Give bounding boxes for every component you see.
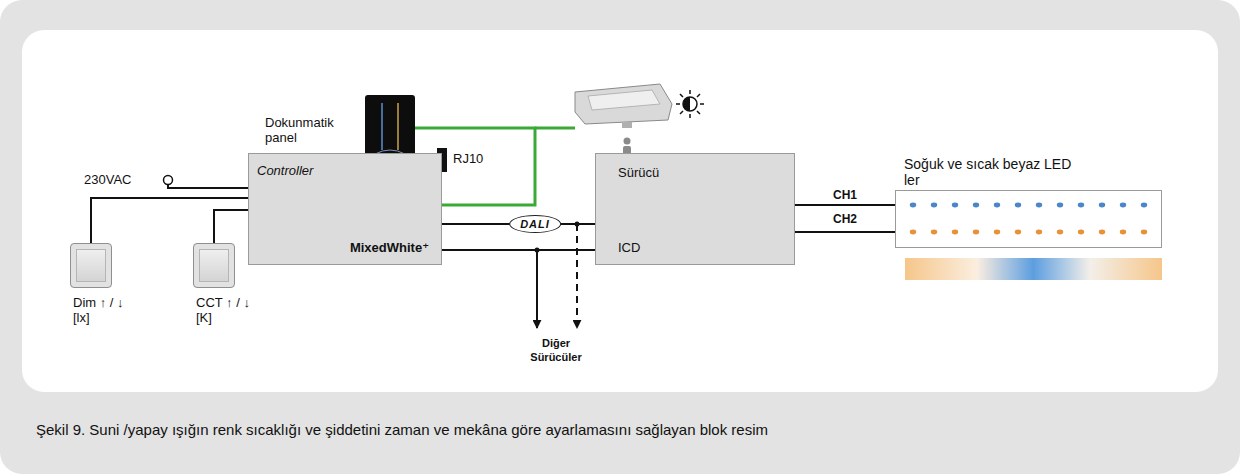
sun-symbol <box>676 90 704 118</box>
channel-wire <box>795 231 895 233</box>
power-wire <box>168 185 248 189</box>
port-label: RJ10 <box>453 151 483 166</box>
channel-wire <box>795 204 895 206</box>
driver-box: SürücüICD <box>595 153 795 265</box>
sensor-device <box>535 84 672 128</box>
led-dots <box>910 203 1147 235</box>
branch-bus-dashed <box>576 224 578 328</box>
channel-label: CH2 <box>831 212 859 226</box>
touch-panel: Dokunmatik panel <box>365 95 415 162</box>
channel-label: CH1 <box>831 188 859 202</box>
dim-switch: Dim ↑ / ↓ [lx] <box>70 243 112 288</box>
cct-switch: CCT ↑ / ↓ [K] <box>193 243 235 288</box>
inner-panel <box>22 30 1218 392</box>
box-title: Sürücü <box>618 165 659 180</box>
switch-label: Dim ↑ / ↓ [lx] <box>73 295 139 325</box>
voltage-label: 230VAC <box>84 172 131 187</box>
product-name: MixedWhite⁺ <box>350 240 429 255</box>
box-subtitle: ICD <box>618 240 640 255</box>
controller-box: ControllerMixedWhite⁺ <box>248 153 442 265</box>
figure-caption: Şekil 9. Suni /yapay ışığın renk sıcaklı… <box>36 421 1216 438</box>
icd-wire <box>442 249 595 251</box>
cct-gradient-bar <box>905 258 1162 280</box>
bus-label: DALI <box>509 215 561 233</box>
power-terminal <box>164 176 173 185</box>
branch-wire <box>536 250 538 328</box>
signal-wire <box>91 198 248 243</box>
note-label: Diğer Sürücüler <box>516 336 596 364</box>
box-title: Controller <box>257 163 313 178</box>
touch-panel-body <box>365 95 415 162</box>
led-heading: Soğuk ve sıcak beyaz LED ler <box>904 156 1088 188</box>
led-strip: Soğuk ve sıcak beyaz LED ler <box>895 190 1162 248</box>
signal-wire <box>214 210 248 243</box>
switch-label: CCT ↑ / ↓ [K] <box>196 295 262 325</box>
panel-label: Dokunmatik panel <box>265 115 347 145</box>
